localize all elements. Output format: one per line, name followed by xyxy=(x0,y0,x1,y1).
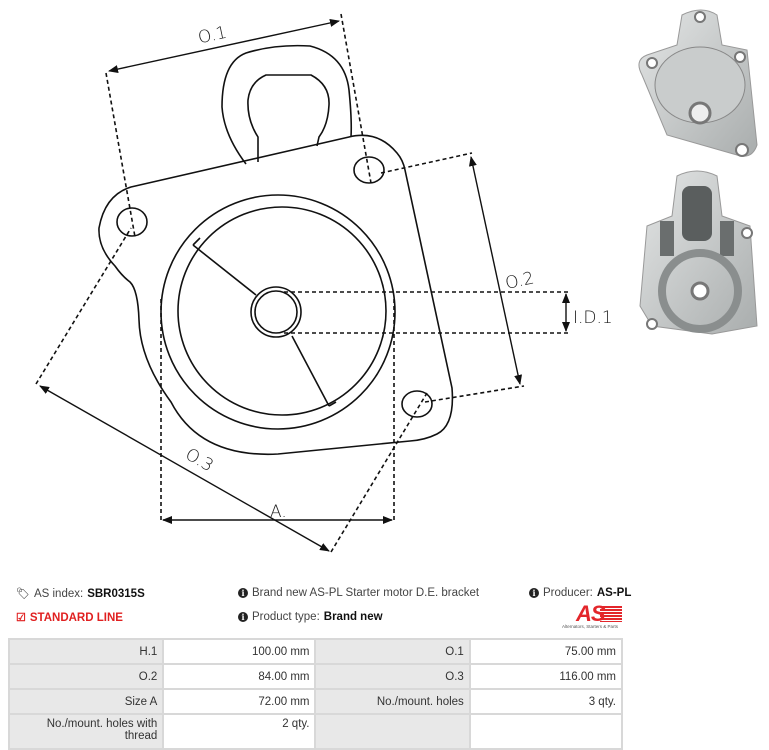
standard-line-label: STANDARD LINE xyxy=(29,611,123,624)
standard-line-badge: ☑ STANDARD LINE xyxy=(16,611,123,625)
mount-hole xyxy=(116,207,148,237)
table-row: O.2 84.00 mm O.3 116.00 mm xyxy=(7,663,624,690)
as-index-value: SBR0315S xyxy=(87,587,145,600)
producer-value: AS-PL xyxy=(596,587,632,599)
dimension-a-label: A. xyxy=(270,502,287,522)
spec-value xyxy=(468,713,624,750)
spec-value: 100.00 mm xyxy=(162,638,317,665)
outer-ring xyxy=(160,194,396,430)
logo-tagline: Alternators, Starters & Parts xyxy=(562,624,619,629)
as-index-label: AS index: xyxy=(33,587,84,600)
product-type-label: Product type: xyxy=(252,611,320,623)
spec-value: 2 qty. xyxy=(162,713,317,750)
spec-label: Size A xyxy=(7,688,165,715)
logo-text: AS xyxy=(576,601,606,626)
checkbox-checked-icon: ☑ xyxy=(16,612,26,624)
technical-drawing: O.1 O.2 I.D.1 O.3 A. xyxy=(35,13,613,553)
spec-label: No./mount. holes with thread xyxy=(7,713,165,750)
producer-label: Producer: xyxy=(543,587,593,599)
info-icon: i xyxy=(238,612,248,622)
table-row: H.1 100.00 mm O.1 75.00 mm xyxy=(7,638,624,665)
as-pl-logo: AS Alternators, Starters & Parts xyxy=(562,601,624,631)
spec-label: H.1 xyxy=(7,638,165,665)
product-photo-front xyxy=(638,9,758,157)
shaft-bore-outer xyxy=(250,286,302,338)
spec-label: O.3 xyxy=(314,663,471,690)
spec-value: 72.00 mm xyxy=(162,688,317,715)
dimension-o2-label: O.2 xyxy=(503,268,535,294)
product-type: i Product type: Brand new xyxy=(238,611,383,623)
table-row: No./mount. holes with thread 2 qty. xyxy=(7,713,624,750)
producer: i Producer: AS-PL xyxy=(529,587,631,599)
spec-value: 75.00 mm xyxy=(468,638,624,665)
dimension-o3-label: O.3 xyxy=(182,444,217,476)
spec-value: 3 qty. xyxy=(468,688,624,715)
dimension-o1-label: O.1 xyxy=(196,23,228,49)
product-photo-back xyxy=(639,170,758,335)
product-description: i Brand new AS-PL Starter motor D.E. bra… xyxy=(238,587,479,599)
product-type-value: Brand new xyxy=(323,611,383,623)
mount-hole xyxy=(401,390,433,418)
spec-label: O.2 xyxy=(7,663,165,690)
tags-icon: 🏷︎ xyxy=(16,588,30,600)
spec-label: O.1 xyxy=(314,638,471,665)
solenoid-inner xyxy=(247,74,330,162)
bracket-outline xyxy=(98,134,454,456)
mount-hole xyxy=(353,156,385,184)
info-icon: i xyxy=(238,588,248,598)
spec-label: No./mount. holes xyxy=(314,688,471,715)
solenoid-outline xyxy=(221,44,353,165)
description-text: Brand new AS-PL Starter motor D.E. brack… xyxy=(252,587,480,599)
table-row: Size A 72.00 mm No./mount. holes 3 qty. xyxy=(7,688,624,715)
dimension-id1-label: I.D.1 xyxy=(573,308,613,328)
inner-ring xyxy=(177,206,387,416)
specs-table: H.1 100.00 mm O.1 75.00 mm O.2 84.00 mm … xyxy=(7,638,624,750)
shaft-bore-inner xyxy=(254,290,298,334)
as-index: 🏷︎ AS index: SBR0315S xyxy=(16,587,145,601)
spec-label xyxy=(314,713,471,750)
spec-value: 116.00 mm xyxy=(468,663,624,690)
info-icon: i xyxy=(529,588,539,598)
spec-value: 84.00 mm xyxy=(162,663,317,690)
